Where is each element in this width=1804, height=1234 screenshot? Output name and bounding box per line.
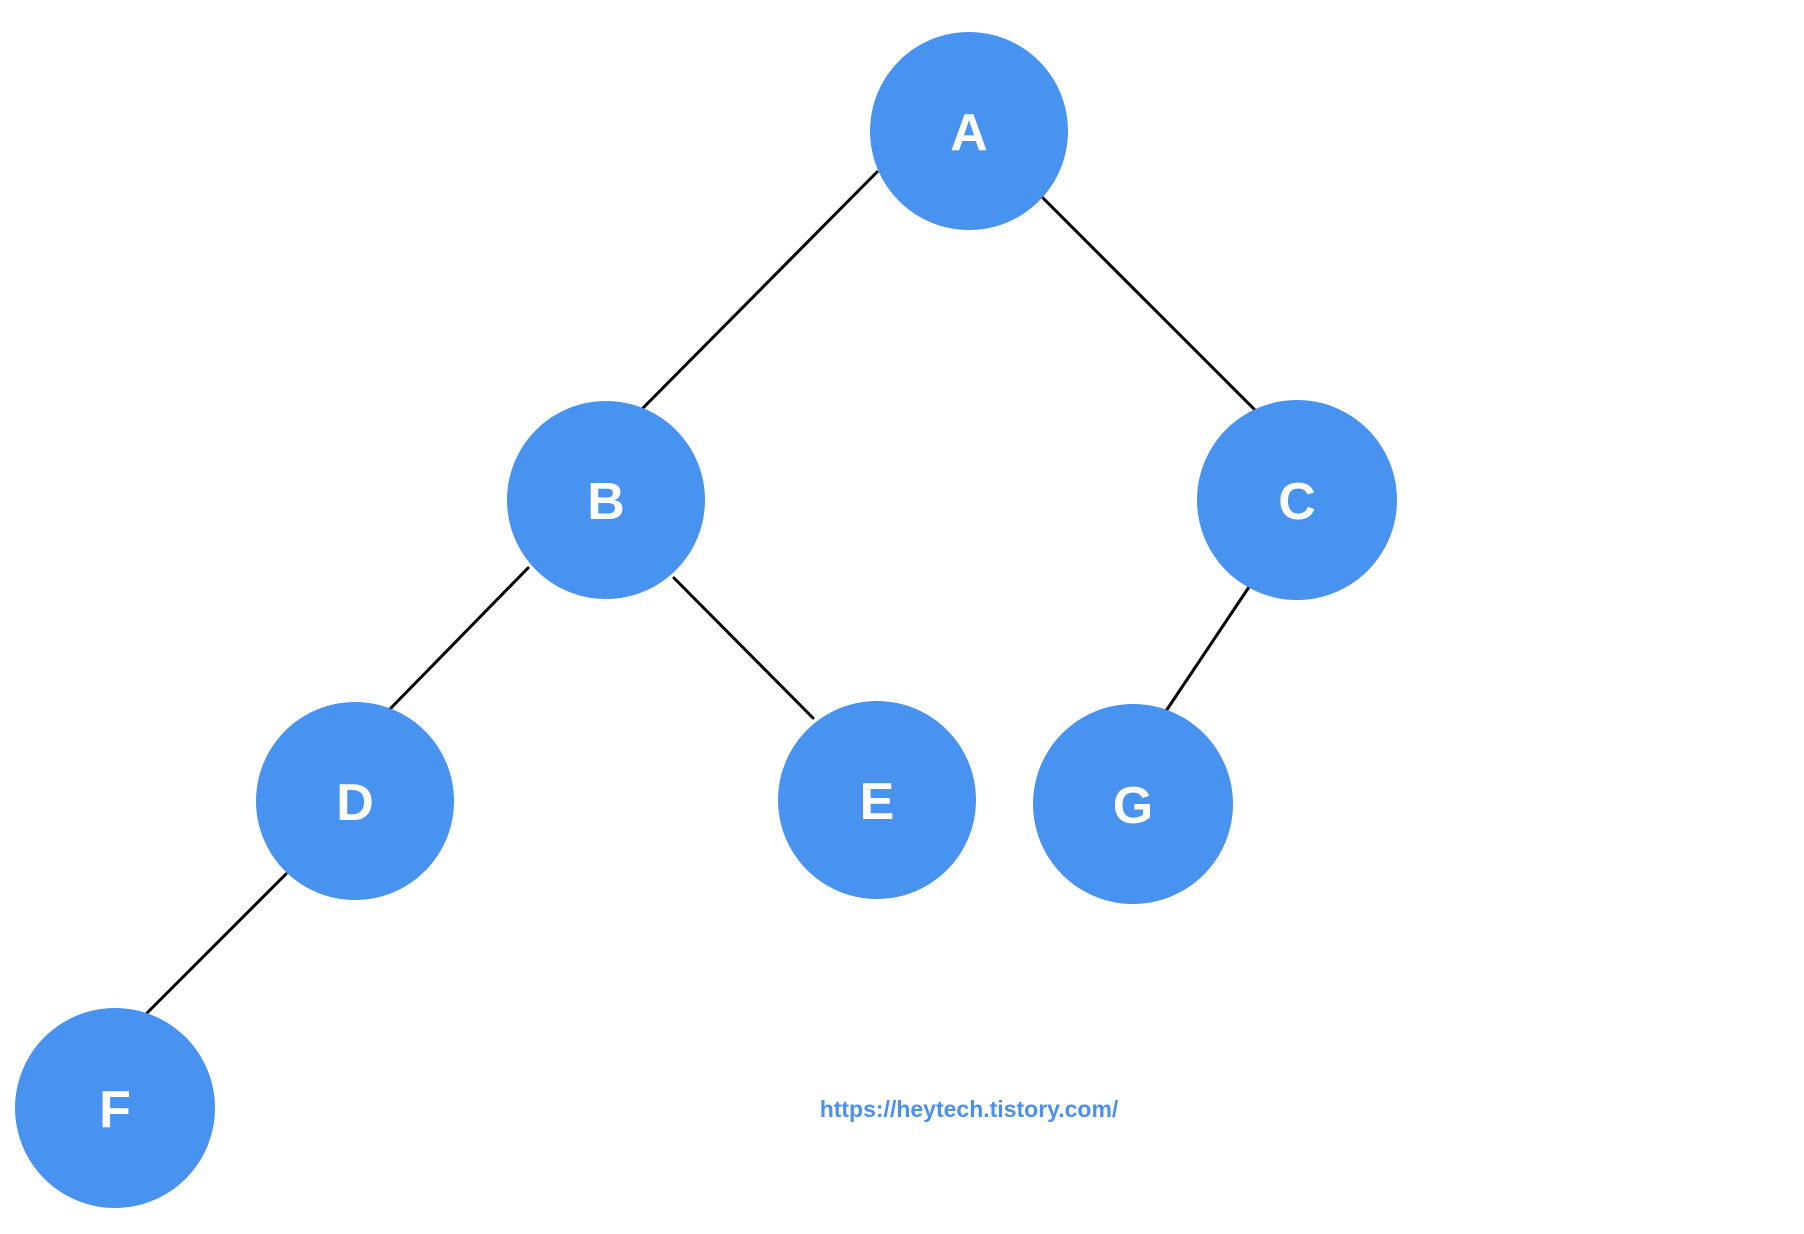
node-circle-C: [1197, 400, 1397, 600]
tree-node-C: C: [1197, 400, 1397, 600]
node-label-A: A: [950, 104, 988, 162]
node-circle-D: [256, 702, 454, 900]
node-label-F: F: [99, 1081, 131, 1139]
node-label-B: B: [587, 473, 625, 531]
tree-node-F: F: [15, 1008, 215, 1208]
tree-edge-B-D: [388, 566, 530, 711]
node-circle-B: [507, 401, 705, 599]
node-label-E: E: [860, 773, 895, 831]
tree-node-A: A: [870, 32, 1068, 230]
node-label-D: D: [336, 774, 374, 832]
source-url: https://heytech.tistory.com/: [819, 1096, 1119, 1122]
node-circle-E: [778, 701, 976, 899]
tree-node-G: G: [1033, 704, 1233, 904]
node-label-C: C: [1278, 473, 1316, 531]
node-circle-G: [1033, 704, 1233, 904]
tree-node-E: E: [778, 701, 976, 899]
tree-edge-C-G: [1164, 582, 1253, 713]
node-label-G: G: [1113, 777, 1153, 835]
tree-node-B: B: [507, 401, 705, 599]
tree-edge-A-C: [1039, 194, 1259, 414]
node-circle-F: [15, 1008, 215, 1208]
node-circle-A: [870, 32, 1068, 230]
tree-edge-A-B: [641, 170, 879, 410]
tree-edge-B-E: [672, 576, 815, 720]
tree-node-D: D: [256, 702, 454, 900]
tree-edge-D-F: [145, 872, 288, 1015]
